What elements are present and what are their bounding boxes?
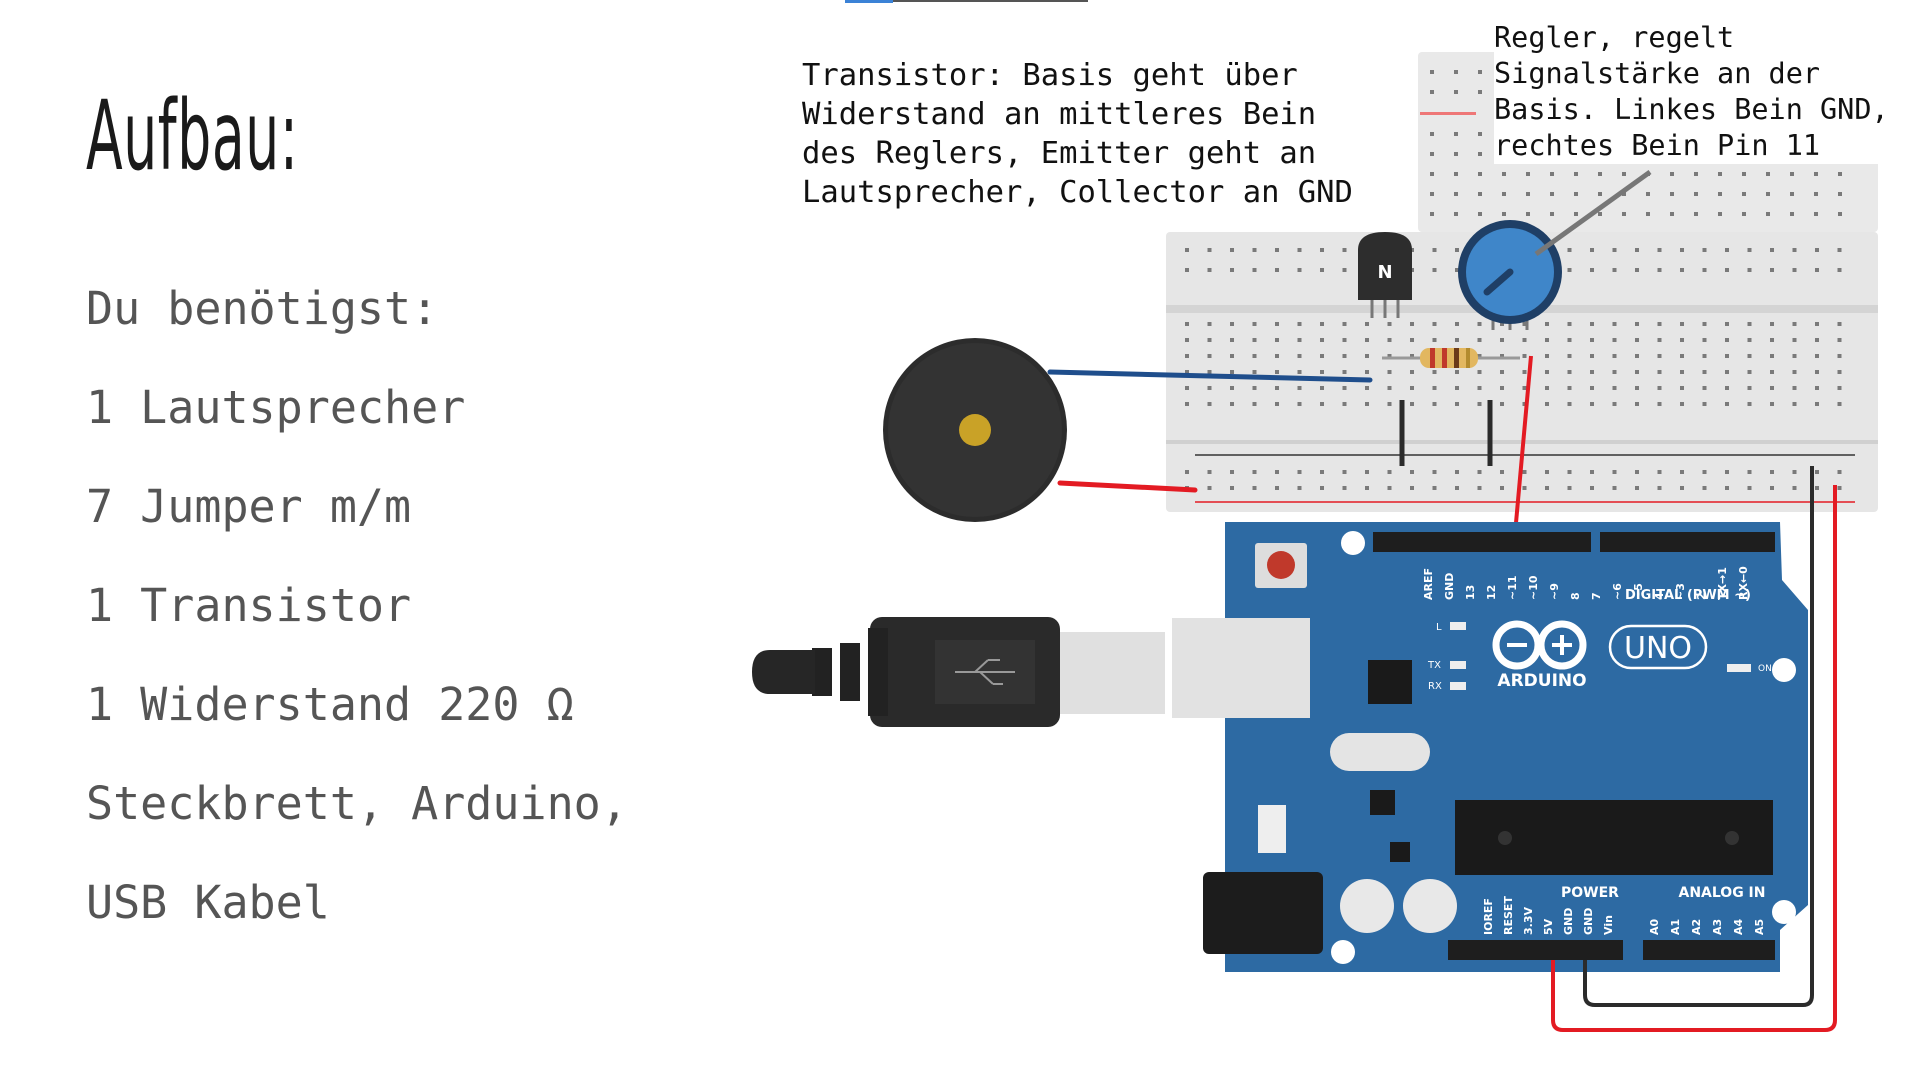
analog-pin-label-0: A0 (1648, 918, 1661, 935)
digital-pin-label-14: TX→1 (1716, 567, 1729, 600)
power-pin-label-2: 3.3V (1522, 907, 1535, 935)
analog-pin-label-2: A2 (1690, 919, 1703, 935)
power-header: POWER (1561, 885, 1619, 901)
digital-pin-label-11: 4 (1653, 592, 1666, 600)
analog-pin-label-5: A5 (1753, 919, 1766, 935)
arduino-uno: UNO ARDUINO DIGITAL (PWM ~) POWER ANALOG… (1172, 522, 1808, 972)
digital-pin-label-7: 8 (1569, 592, 1582, 600)
digital-pin-label-4: ~11 (1506, 575, 1519, 600)
on-label: ON (1758, 664, 1772, 674)
arduino-model: UNO (1624, 631, 1692, 666)
digital-pin-label-3: 12 (1485, 585, 1498, 600)
digital-pin-label-8: 7 (1590, 592, 1603, 600)
digital-pin-label-13: 2 (1695, 592, 1708, 600)
digital-pin-label-6: ~9 (1548, 583, 1561, 600)
power-pin-label-0: IOREF (1482, 898, 1495, 935)
power-pin-label-3: 5V (1542, 918, 1555, 935)
digital-pin-label-9: ~6 (1611, 583, 1624, 600)
speaker (883, 338, 1067, 522)
led-label-rx: RX (1428, 681, 1442, 692)
led-label-l: L (1436, 622, 1442, 633)
analog-pin-label-3: A3 (1711, 919, 1724, 935)
transistor-annotation: Transistor: Basis geht über Widerstand a… (802, 56, 1412, 212)
analog-pin-label-4: A4 (1732, 918, 1745, 935)
usb-cable (752, 617, 1165, 727)
digital-pin-label-2: 13 (1464, 585, 1477, 600)
digital-pin-label-15: RX←0 (1737, 566, 1750, 600)
power-pin-label-5: GND (1582, 908, 1595, 935)
analog-header: ANALOG IN (1678, 885, 1765, 901)
led-label-tx: TX (1427, 660, 1441, 671)
power-pin-label-6: Vin (1602, 915, 1615, 935)
transistor-label: N (1377, 262, 1392, 283)
digital-pin-label-5: ~10 (1527, 575, 1540, 600)
power-pin-label-4: GND (1562, 908, 1575, 935)
arduino-brand: ARDUINO (1497, 671, 1586, 691)
digital-pin-label-1: GND (1443, 573, 1456, 600)
power-pin-label-1: RESET (1502, 896, 1515, 935)
regler-annotation: Regler, regelt Signalstärke an der Basis… (1494, 20, 1914, 164)
analog-pin-label-1: A1 (1669, 919, 1682, 935)
digital-pin-label-0: AREF (1422, 568, 1435, 600)
digital-pin-label-10: ~5 (1632, 583, 1645, 600)
digital-pin-label-12: ~3 (1674, 583, 1687, 600)
